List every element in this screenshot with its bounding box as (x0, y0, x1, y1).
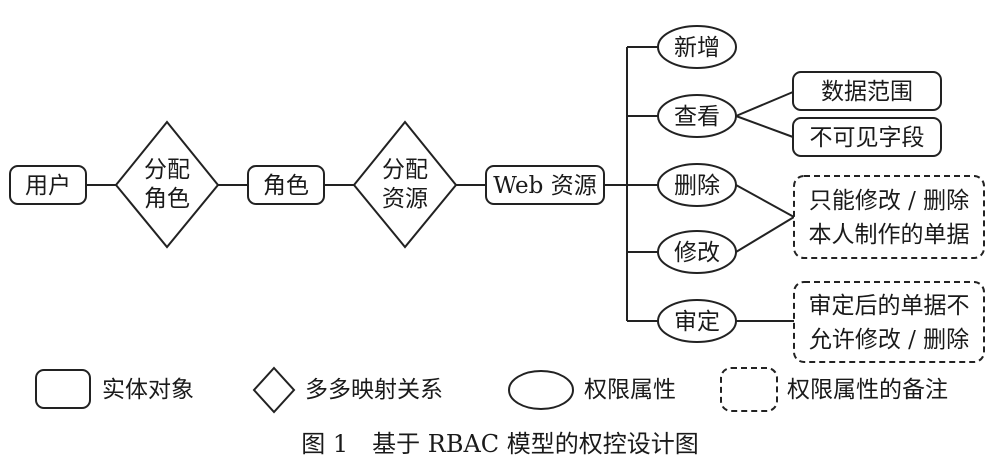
legend-relation: 多多映射关系 (252, 366, 443, 414)
note-own-documents-line-1: 只能修改 / 删除 (809, 188, 969, 214)
attribute-add-label: 新增 (674, 35, 720, 61)
entity-invisible-fields-label: 不可见字段 (810, 125, 925, 151)
attribute-delete: 删除 (657, 163, 737, 207)
note-approved-documents: 审定后的单据不 允许修改 / 删除 (793, 281, 985, 363)
legend-entity: 实体对象 (35, 369, 194, 409)
entity-data-scope: 数据范围 (792, 71, 942, 111)
relation-assign-role: 分配 角色 (114, 120, 220, 249)
note-own-documents-line-2: 本人制作的单据 (809, 222, 970, 248)
connectors (86, 46, 795, 322)
relation-assign-role-label-2: 角色 (144, 186, 190, 212)
entity-role: 角色 (247, 165, 325, 205)
edge-modify-note (735, 216, 795, 253)
note-approved-documents-line-1: 审定后的单据不 (809, 293, 970, 319)
entity-user: 用户 (9, 165, 87, 205)
attribute-modify-label: 修改 (674, 240, 720, 266)
attribute-view: 查看 (657, 94, 737, 138)
legend-note-label: 权限属性的备注 (787, 377, 948, 403)
entity-role-label: 角色 (263, 173, 309, 199)
edge-view-data-scope (735, 91, 794, 117)
legend-attribute-label: 权限属性 (584, 377, 676, 403)
legend: 实体对象 多多映射关系 权限属性 权限属性的备注 (35, 366, 948, 414)
entity-web-resource: Web 资源 (485, 165, 605, 205)
note-approved-documents-line-2: 允许修改 / 删除 (809, 327, 969, 353)
legend-entity-label: 实体对象 (102, 377, 194, 403)
entity-invisible-fields: 不可见字段 (792, 117, 942, 157)
attribute-approve: 审定 (657, 299, 737, 343)
edge-delete-note (735, 184, 795, 218)
figure-caption: 图 1 基于 RBAC 模型的权控设计图 (301, 430, 699, 458)
legend-note: 权限属性的备注 (720, 367, 948, 412)
relation-assign-resource-label-2: 资源 (382, 186, 428, 212)
edge-view-invisible-fields (735, 115, 794, 138)
note-own-documents: 只能修改 / 删除 本人制作的单据 (793, 175, 985, 259)
attribute-add: 新增 (657, 25, 737, 69)
legend-attribute: 权限属性 (508, 370, 676, 410)
relation-assign-resource: 分配 资源 (352, 120, 458, 249)
entity-user-label: 用户 (25, 173, 71, 199)
attribute-approve-label: 审定 (674, 309, 720, 335)
relation-assign-role-label-1: 分配 (144, 157, 190, 183)
entity-data-scope-label: 数据范围 (821, 79, 913, 105)
attribute-delete-label: 删除 (674, 173, 720, 199)
entity-web-resource-label: Web 资源 (493, 173, 596, 199)
attribute-modify: 修改 (657, 230, 737, 274)
relation-assign-resource-label-1: 分配 (382, 157, 428, 183)
legend-relation-label: 多多映射关系 (305, 377, 443, 403)
attribute-view-label: 查看 (674, 104, 720, 130)
